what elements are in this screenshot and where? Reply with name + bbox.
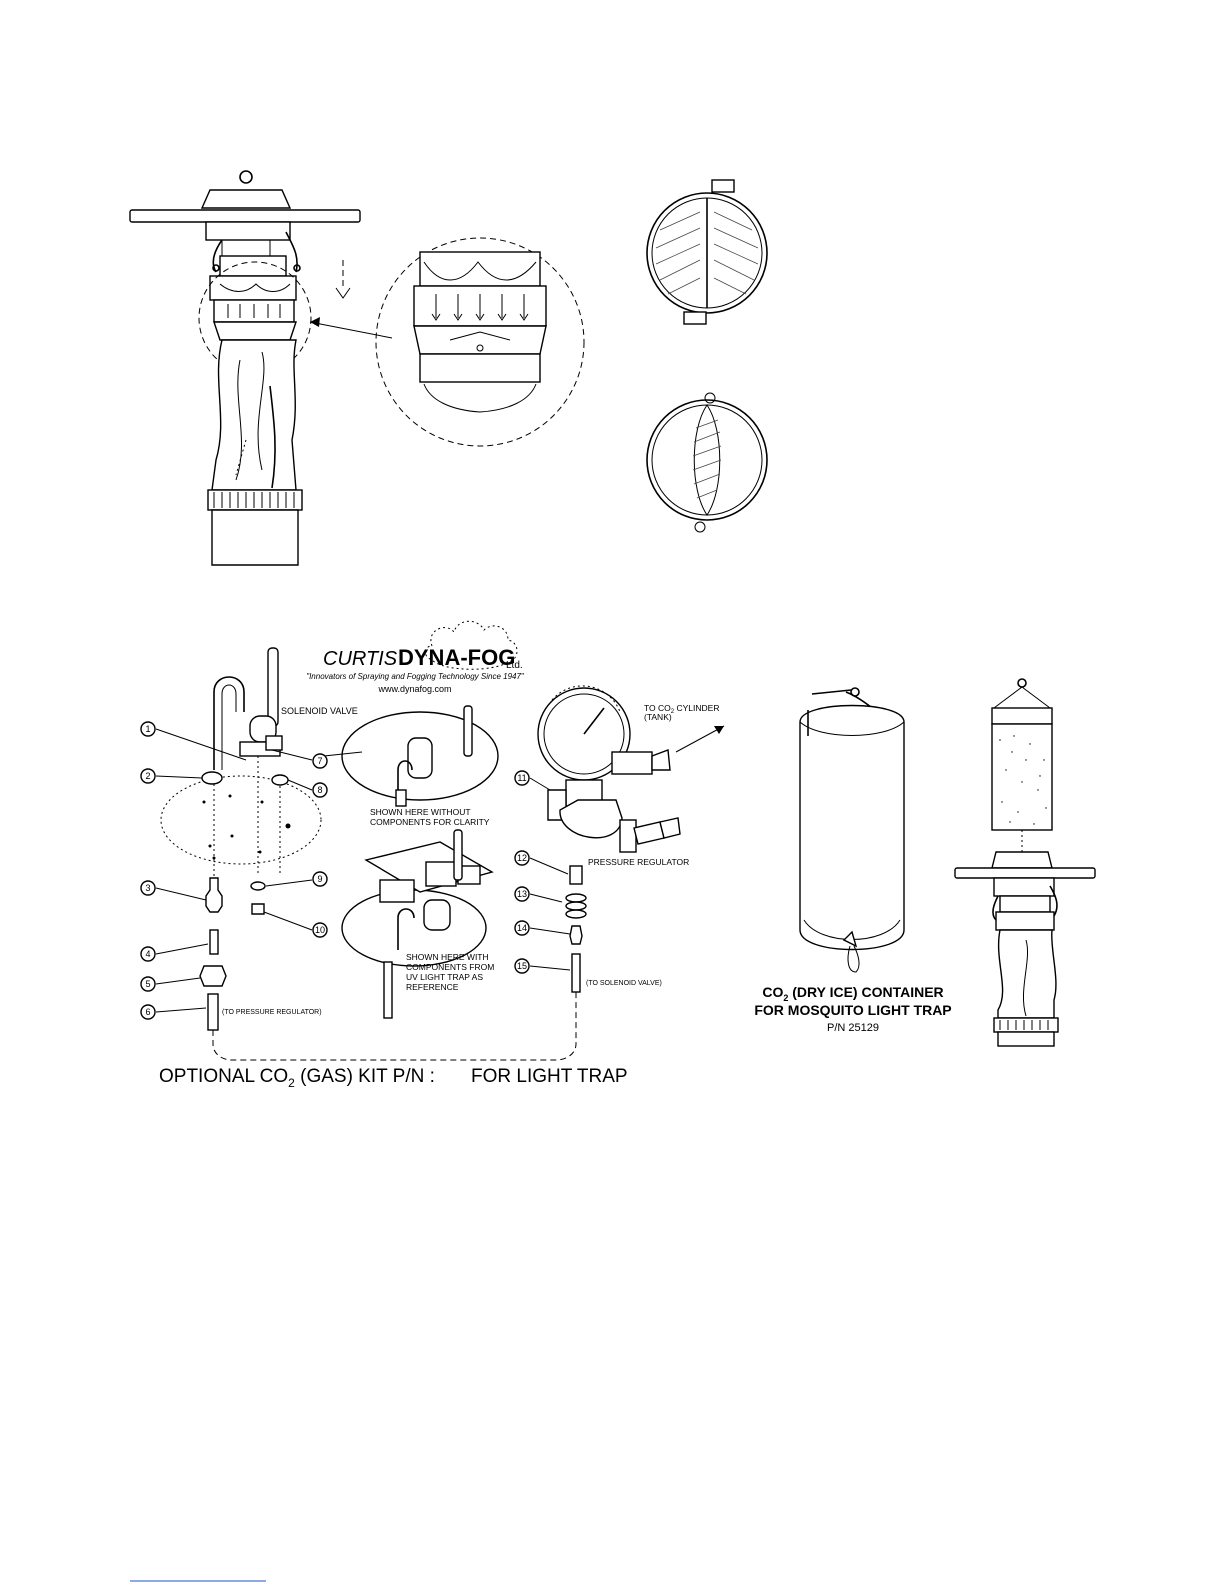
label-tank: (TANK) <box>644 712 672 722</box>
light-trap-with-container <box>954 678 1096 1047</box>
callout-bubbles: 1 2 3 4 5 6 7 8 9 10 11 12 13 14 15 <box>140 721 530 1020</box>
callout-leaders <box>155 728 571 1013</box>
magnified-detail <box>375 237 585 447</box>
callout-9: 9 <box>317 874 322 884</box>
callout-13: 13 <box>517 889 527 899</box>
label-shown-with-3: UV LIGHT TRAP AS <box>406 972 483 982</box>
logo-brand-suffix: Ltd. <box>506 660 523 671</box>
callout-4: 4 <box>145 949 150 959</box>
label-shown-with-4: REFERENCE <box>406 982 459 992</box>
logo-brand-bold: DYNA-FOG <box>398 645 515 670</box>
callout-14: 14 <box>517 923 527 933</box>
label-pressure-regulator: PRESSURE REGULATOR <box>588 857 689 867</box>
label-to-pressure-regulator: (TO PRESSURE REGULATOR) <box>222 1009 322 1016</box>
callout-8: 8 <box>317 785 322 795</box>
label-shown-with-2: COMPONENTS FROM <box>406 962 494 972</box>
curtis-dyna-fog-logo: CURTIS DYNA-FOG Ltd. "Innovators of Spra… <box>306 620 525 694</box>
label-to-co2-cylinder: TO CO2 CYLINDER <box>644 703 719 715</box>
valve-closed-view <box>646 392 768 533</box>
dry-ice-container <box>799 687 905 973</box>
caption-part-number: P/N 25129 <box>827 1022 879 1034</box>
callout-1: 1 <box>145 724 150 734</box>
valve-open-view <box>646 179 768 325</box>
label-shown-with-1: SHOWN HERE WITH <box>406 952 489 962</box>
label-shown-without-2: COMPONENTS FOR CLARITY <box>370 817 490 827</box>
callout-2: 2 <box>145 771 150 781</box>
label-solenoid-valve: SOLENOID VALVE <box>281 706 358 716</box>
logo-tagline: "Innovators of Spraying and Fogging Tech… <box>306 672 525 681</box>
callout-5: 5 <box>145 979 150 989</box>
co2-kit-exploded-view <box>160 647 725 1061</box>
logo-brand-italic: CURTIS <box>323 648 398 670</box>
diagram-labels: SOLENOID VALVE TO CO2 CYLINDER (TANK) SH… <box>222 703 719 1016</box>
container-caption: CO2 (DRY ICE) CONTAINER FOR MOSQUITO LIG… <box>754 984 951 1034</box>
callout-3: 3 <box>145 883 150 893</box>
callout-15: 15 <box>517 961 527 971</box>
kit-title: OPTIONAL CO2 (GAS) KIT P/N :FOR LIGHT TR… <box>159 1066 628 1090</box>
logo-website: www.dynafog.com <box>377 684 451 694</box>
down-arrow-icon <box>335 260 351 299</box>
callout-7: 7 <box>317 756 322 766</box>
callout-6: 6 <box>145 1007 150 1017</box>
callout-12: 12 <box>517 853 527 863</box>
label-to-solenoid-valve: (TO SOLENOID VALVE) <box>586 980 662 987</box>
callout-11: 11 <box>517 773 526 783</box>
callout-10: 10 <box>315 925 325 935</box>
caption-line-1: CO2 (DRY ICE) CONTAINER <box>762 984 943 1003</box>
label-shown-without-1: SHOWN HERE WITHOUT <box>370 807 471 817</box>
caption-line-2: FOR MOSQUITO LIGHT TRAP <box>754 1002 951 1018</box>
light-trap-assembly <box>129 170 393 566</box>
